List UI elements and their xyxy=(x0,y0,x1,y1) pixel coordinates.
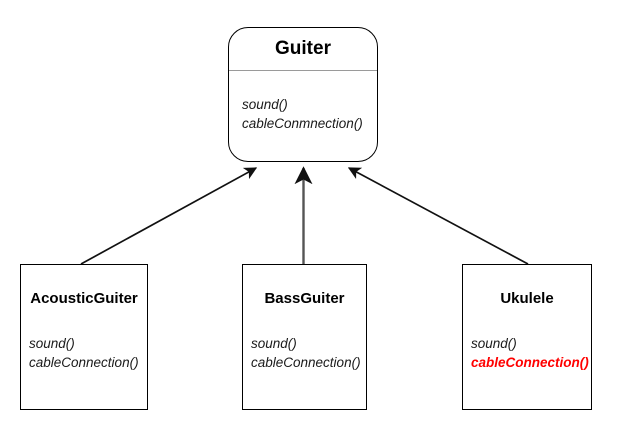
class-title-bassguiter: BassGuiter xyxy=(264,290,345,307)
method-sound: sound() xyxy=(29,335,75,351)
class-title-ukulele: Ukulele xyxy=(500,290,554,307)
class-members-ukulele: sound() cableConnection() xyxy=(463,308,591,372)
method-sound: sound() xyxy=(471,335,517,351)
class-members-acousticguiter: sound() cableConnection() xyxy=(21,308,147,372)
method-sound: sound() xyxy=(242,96,288,112)
class-box-guiter[interactable]: Guiter sound() cableConmnection() xyxy=(228,27,378,162)
method-cable-connection: cableConnection() xyxy=(251,354,361,370)
method-cable-connection: cableConnection() xyxy=(29,354,139,370)
class-title-guiter: Guiter xyxy=(275,38,331,59)
inheritance-edge-acousticguiter xyxy=(80,167,258,265)
method-sound: sound() xyxy=(251,335,297,351)
class-members-guiter: sound() cableConmnection() xyxy=(229,71,377,133)
method-cable-connection-overridden: cableConnection() xyxy=(471,354,589,370)
class-title-acousticguiter: AcousticGuiter xyxy=(30,290,138,307)
class-box-bassguiter[interactable]: BassGuiter sound() cableConnection() xyxy=(242,264,367,410)
class-box-acousticguiter[interactable]: AcousticGuiter sound() cableConnection() xyxy=(20,264,148,410)
class-box-ukulele[interactable]: Ukulele sound() cableConnection() xyxy=(462,264,592,410)
class-members-bassguiter: sound() cableConnection() xyxy=(243,308,366,372)
method-cable-conmnection: cableConmnection() xyxy=(242,116,363,132)
class-title-divider xyxy=(229,69,377,71)
inheritance-edge-ukulele xyxy=(347,167,529,265)
